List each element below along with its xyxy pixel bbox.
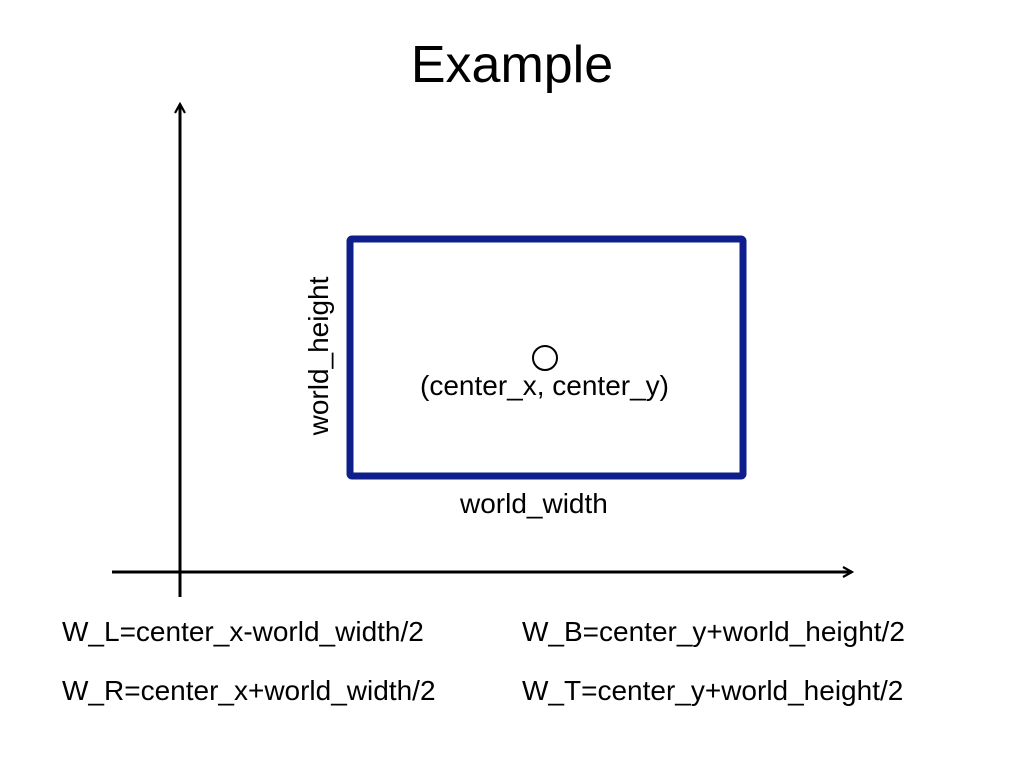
center-label: (center_x, center_y): [420, 370, 669, 401]
formula-w-t: W_T=center_y+world_height/2: [522, 675, 904, 706]
width-label: world_width: [460, 488, 608, 519]
world-rectangle: [346, 235, 747, 480]
formula-w-r: W_R=center_x+world_width/2: [62, 675, 436, 706]
slide-title: Example: [410, 36, 614, 94]
height-label: world_height: [303, 276, 334, 436]
center-point: [532, 345, 558, 371]
height-label-box: world_height: [302, 263, 336, 449]
formula-w-b: W_B=center_y+world_height/2: [522, 616, 905, 647]
formula-w-l: W_L=center_x-world_width/2: [62, 616, 424, 647]
